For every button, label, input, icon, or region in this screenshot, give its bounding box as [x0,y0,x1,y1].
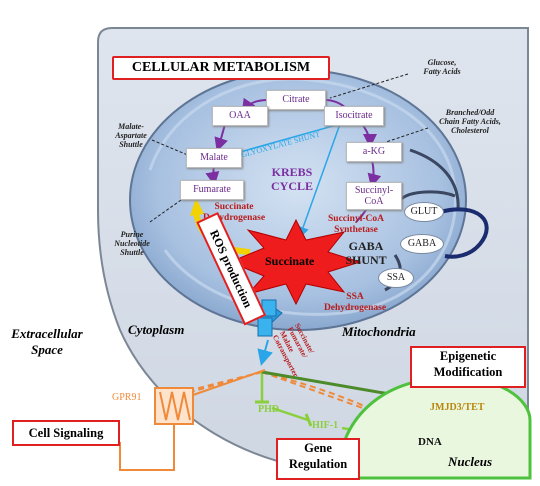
succinate-label: Succinate [265,254,315,268]
phd-label: PHD [258,404,280,415]
enzyme-succinate-dehydrogenase: Succinate Dehydrogenase [202,202,266,223]
node-citrate: Citrate [266,90,326,110]
succinate-star [228,218,362,306]
node-akg: a-KG [346,142,402,162]
note-purine: Purine Nucleotide Shuttle [114,230,150,258]
title-box: CELLULAR METABOLISM [112,56,330,80]
note-glucose: Glucose, Fatty Acids [423,58,461,77]
glut-transporter [439,207,489,259]
node-malate: Malate [186,148,242,168]
enzyme-ssa-dehydrogenase: SSA Dehydrogenase [323,292,387,313]
node-oaa: OAA [212,106,268,126]
cytoplasm-label: Cytoplasm [128,322,185,337]
dna-label: DNA [418,436,442,448]
note-malate-aspartate: Malate- Aspartate Shuttle [115,122,147,150]
gpr91-receptor [119,369,266,471]
glyoxylate-shunt-line [239,123,341,153]
node-fumarate: Fumarate [180,180,244,200]
cell-signaling-box: Cell Signaling [12,420,120,446]
nucleus-label: Nucleus [448,454,493,469]
cotransporter-icon [254,299,283,337]
node-isocitrate: Isocitrate [324,106,384,126]
mitochondria-label: Mitochondria [342,324,416,339]
oval-ssa: SSA [378,268,414,288]
jmjd3-tet-label: JMJD3/TET [430,402,485,413]
isocitrate-to-succinate-arrow [297,123,341,239]
oval-glut: GLUT [404,202,444,222]
note-branched: Branched/Odd Chain Fatty Acids, Choleste… [439,108,501,136]
extracellular-space-label: Extracellular Space [11,326,83,358]
gene-regulation-box: Gene Regulation [276,438,360,480]
oval-gaba: GABA [400,234,444,254]
enzyme-succinyl-coa-synthetase: Succinyl-CoA Synthetase [328,214,384,235]
krebs-cycle-label: KREBS CYCLE [270,165,313,193]
gpr91-label: GPR91 [112,392,142,403]
gaba-shunt-label: GABA SHUNT [345,239,387,267]
hif1-label: HIF-1 [312,420,339,431]
node-succinyl-coa: Succinyl- CoA [346,182,402,210]
epigenetic-modification-box: Epigenetic Modification [410,346,526,388]
